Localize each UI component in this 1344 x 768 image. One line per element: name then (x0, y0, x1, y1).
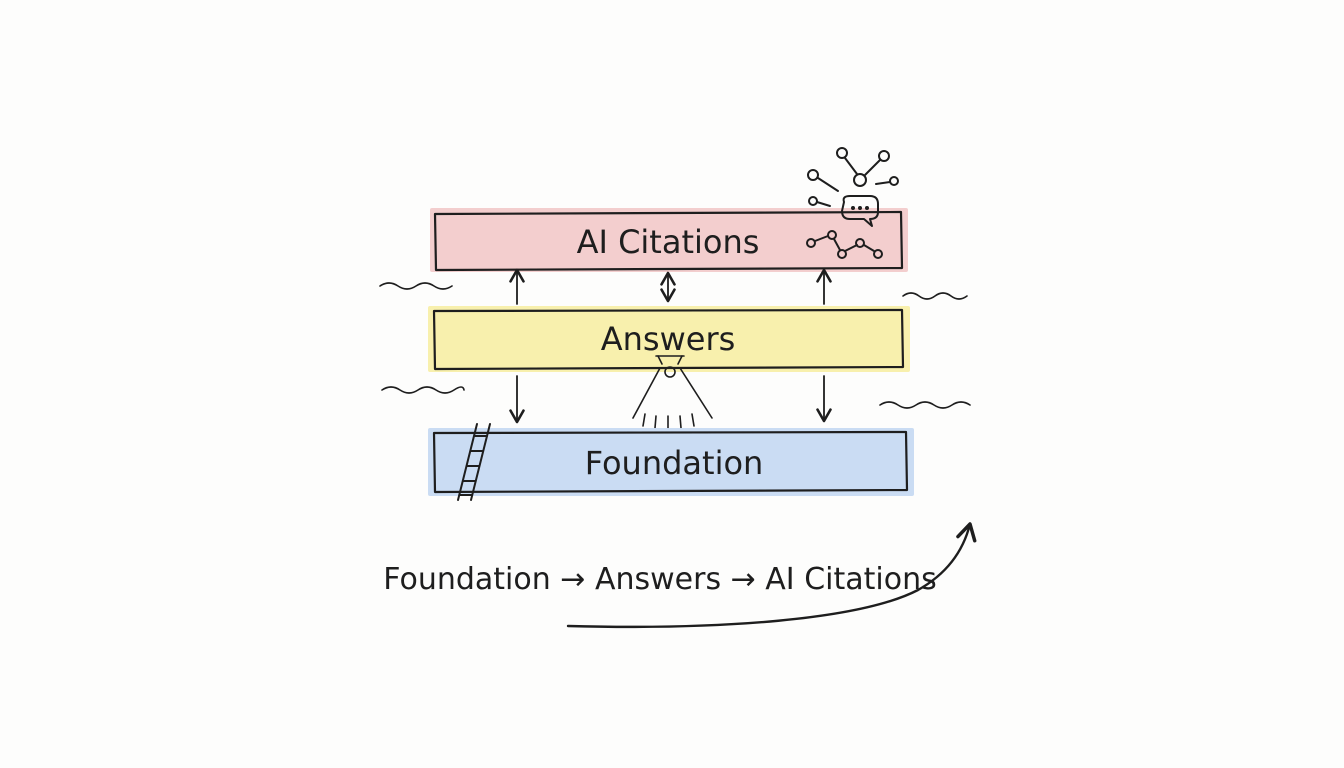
ladder-icon (457, 423, 491, 501)
wave-right-lower (879, 401, 971, 409)
layer-ai-citations: AI Citations (430, 208, 908, 272)
flow-caption: Foundation → Answers → AI Citations (383, 562, 936, 597)
answers-fill (428, 306, 910, 372)
arrows-lower (509, 375, 832, 424)
arrows-upper (509, 268, 832, 305)
ai-citations-label: AI Citations (577, 223, 760, 261)
foundation-fill (428, 428, 914, 496)
wave-left-lower (381, 386, 465, 394)
wave-left-upper (379, 282, 453, 290)
ai-citations-outline (433, 210, 904, 272)
foundation-label: Foundation (585, 444, 764, 482)
answers-outline (432, 308, 905, 371)
answers-label: Answers (601, 320, 736, 358)
network-chat-icon (806, 147, 899, 259)
wavy-lines (379, 282, 971, 409)
layer-answers: Answers (428, 306, 910, 372)
spotlight-icon (632, 355, 713, 429)
ai-citations-fill (430, 208, 908, 272)
curved-flow-arrow (566, 522, 977, 629)
foundation-outline (432, 430, 909, 494)
wave-right-upper (902, 292, 968, 300)
layer-foundation: Foundation (428, 428, 914, 496)
